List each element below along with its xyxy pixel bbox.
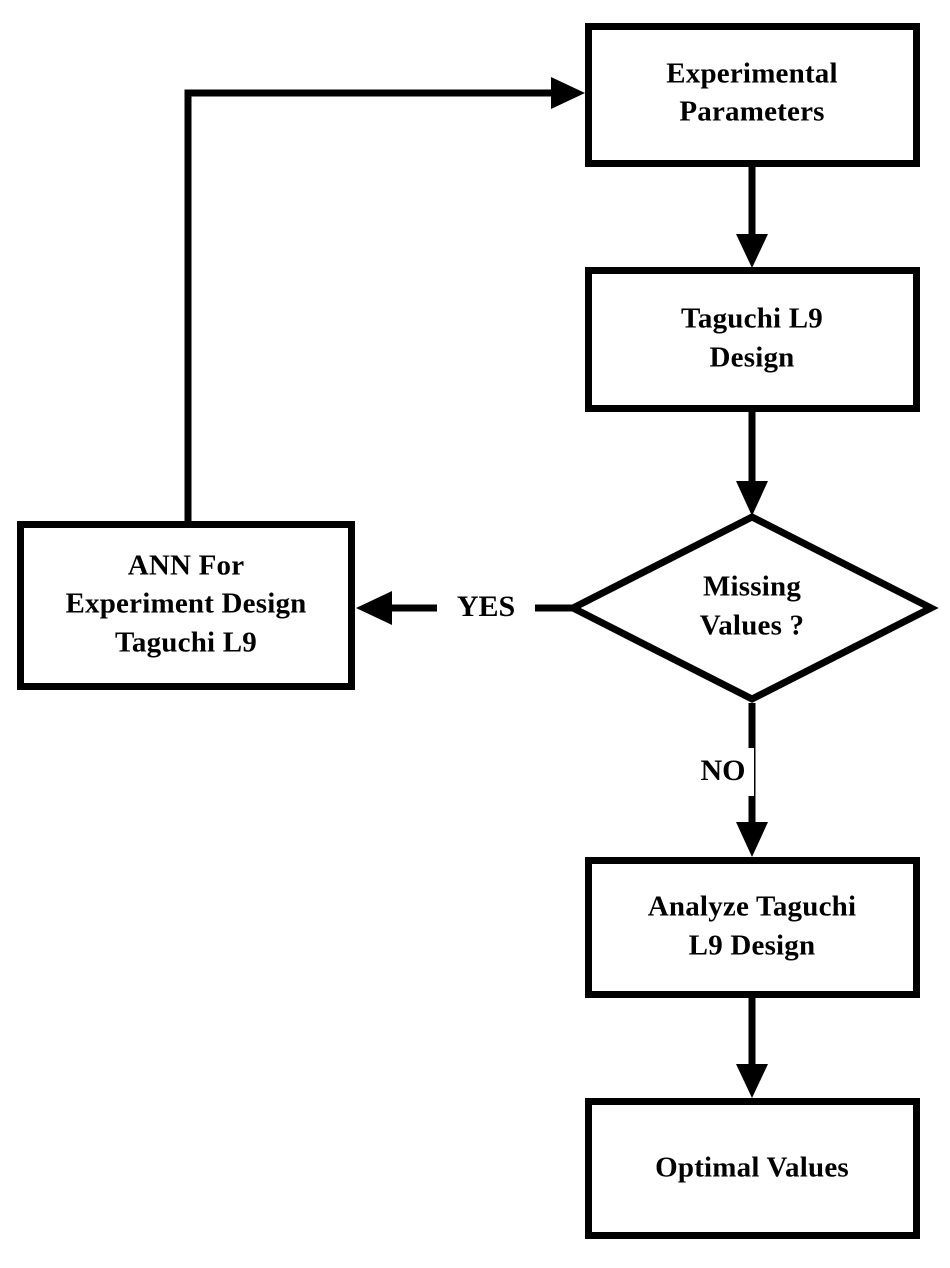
node-label-line-1: Taguchi L9 [681, 303, 823, 335]
node-label-line-2: Parameters [679, 96, 824, 128]
node-taguchi-l9-design[interactable]: Taguchi L9 Design [585, 267, 920, 412]
node-label-line-2: L9 Design [689, 930, 816, 962]
node-ann-for-experiment-design[interactable]: ANN For Experiment Design Taguchi L9 [17, 521, 355, 690]
node-label-line-1: Analyze Taguchi [648, 891, 856, 923]
edge-decision-no-to-analyze: NO [692, 703, 768, 857]
node-analyze-taguchi-l9-design[interactable]: Analyze Taguchi L9 Design [585, 857, 920, 998]
node-label-line-2: Design [710, 342, 795, 374]
edge-line [184, 89, 565, 521]
node-box [585, 857, 920, 998]
arrow-head-icon [736, 822, 768, 857]
edge-label-background [692, 748, 754, 796]
edge-params-to-taguchi [736, 167, 768, 268]
edge-label-no: NO [701, 754, 746, 787]
arrow-head-icon [551, 77, 585, 109]
node-experimental-parameters[interactable]: Experimental Parameters [585, 23, 920, 167]
node-label-line-1: Experimental [666, 58, 838, 90]
node-label-line-3: Taguchi L9 [115, 627, 257, 659]
node-box [585, 1098, 920, 1239]
node-label-line-2: Experiment Design [65, 588, 306, 620]
edge-decision-yes-to-ann: YES [356, 582, 588, 634]
node-box [17, 521, 355, 690]
edge-label-background [437, 582, 535, 634]
edge-ann-feedback-to-params [184, 77, 585, 521]
edge-analyze-to-optimal [736, 998, 768, 1098]
arrow-head-icon [356, 591, 392, 625]
arrow-head-icon [736, 1064, 768, 1098]
arrow-head-icon [736, 481, 768, 516]
node-label-line-2: Values ? [700, 610, 804, 642]
node-label-line-1: Optimal Values [655, 1152, 849, 1184]
node-label-line-1: ANN For [128, 550, 245, 582]
edge-taguchi-to-decision [736, 412, 768, 516]
node-diamond [565, 513, 939, 703]
edge-label-yes: YES [457, 590, 515, 623]
node-missing-values-decision[interactable]: Missing Values ? [565, 513, 939, 703]
node-label-line-1: Missing [703, 571, 801, 603]
node-optimal-values[interactable]: Optimal Values [585, 1098, 920, 1239]
arrow-head-icon [736, 234, 768, 268]
node-box [585, 267, 920, 412]
node-box [585, 23, 920, 167]
